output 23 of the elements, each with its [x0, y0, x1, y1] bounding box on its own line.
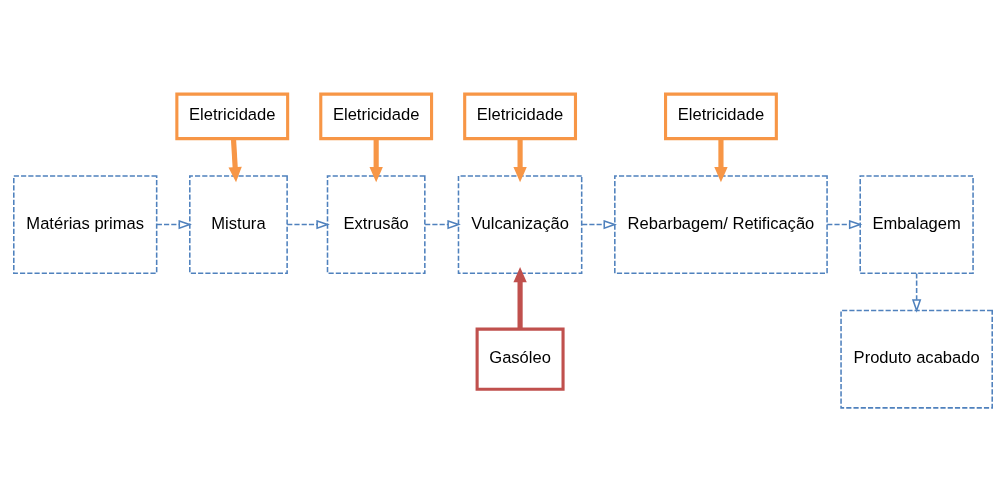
arrow: [713, 138, 728, 183]
arrow: [911, 272, 921, 313]
node-box: Produto acabado: [839, 309, 993, 409]
node-box: Gasóleo: [475, 327, 565, 391]
node-box: Mistura: [188, 175, 288, 275]
arrow: [369, 138, 383, 183]
arrow: [825, 219, 862, 230]
node-box: Eletricidade: [318, 92, 433, 141]
node-box: Matérias primas: [12, 175, 157, 275]
arrow: [285, 219, 330, 230]
arrow: [580, 219, 617, 230]
node-box: Rebarbagem/ Retificação: [613, 175, 828, 275]
node-box: Eletricidade: [174, 92, 289, 141]
arrow: [155, 219, 192, 230]
node-box: Eletricidade: [663, 92, 778, 141]
node-box: Extrusão: [326, 175, 426, 275]
arrow: [512, 138, 527, 183]
arrow: [512, 267, 527, 329]
arrow: [423, 219, 461, 230]
node-box: Vulcanização: [457, 175, 582, 275]
arrow: [228, 138, 242, 183]
node-box: Embalagem: [858, 175, 974, 275]
node-box: Eletricidade: [462, 92, 577, 141]
